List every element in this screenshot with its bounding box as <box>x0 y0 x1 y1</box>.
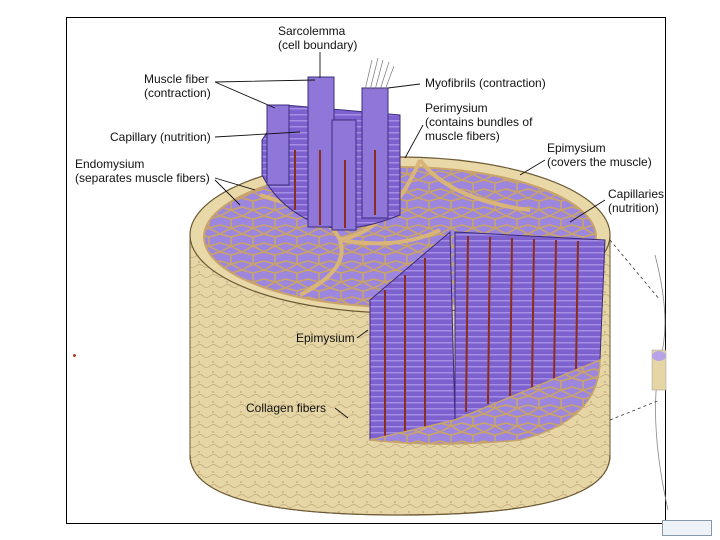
fiber-bundle <box>261 57 401 231</box>
label-capillary: Capillary (nutrition) <box>110 130 211 144</box>
label-epimysium-top: Epimysium (covers the muscle) <box>547 141 652 169</box>
label-sarcolemma: Sarcolemma (cell boundary) <box>278 24 358 52</box>
label-epimysium-inner: Epimysium <box>296 331 355 345</box>
cylinder-bottom-edge <box>189 454 611 516</box>
publisher-stamp <box>662 520 712 536</box>
label-endomysium: Endomysium (separates muscle fibers) <box>75 157 210 185</box>
label-perimysium: Perimysium (contains bundles of muscle f… <box>425 101 533 143</box>
label-myofibrils: Myofibrils (contraction) <box>425 76 546 90</box>
label-capillaries: Capillaries (nutrition) <box>608 187 665 215</box>
label-muscle-fiber: Muscle fiber (contraction) <box>144 72 211 100</box>
label-collagen: Collagen fibers <box>246 401 327 415</box>
red-marker-dot <box>73 354 76 357</box>
leader-lines <box>214 52 606 419</box>
